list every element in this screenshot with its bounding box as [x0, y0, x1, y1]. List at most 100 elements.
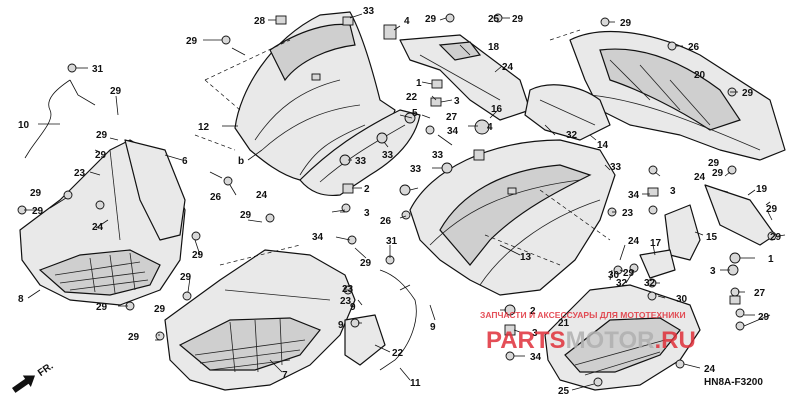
callout-23: 23 — [74, 168, 86, 179]
callout-12: 12 — [198, 122, 210, 133]
callout-1: 1 — [768, 254, 774, 265]
callout-3: 3 — [364, 208, 370, 219]
watermark-brand-main: PARTS — [486, 327, 566, 354]
callout-30: 30 — [676, 294, 688, 305]
callout-24: 24 — [704, 364, 716, 375]
callout-22: 22 — [406, 92, 418, 103]
callout-10: 10 — [18, 120, 30, 131]
callout-13: 13 — [520, 252, 532, 263]
callout-24: 24 — [92, 222, 104, 233]
callout-23: 23 — [342, 284, 354, 295]
arrow-icon — [12, 375, 36, 393]
callout-29: 29 — [620, 18, 632, 29]
watermark: ЗАПЧАСТИ И АКСЕССУАРЫ ДЛЯ МОТОТЕХНИКИ PA… — [480, 310, 696, 354]
callout-24: 24 — [694, 172, 706, 183]
callout-28: 28 — [254, 16, 266, 27]
callout-14: 14 — [597, 140, 609, 151]
callout-25: 25 — [558, 386, 570, 397]
callout-33: 33 — [355, 156, 367, 167]
callout-34: 34 — [312, 232, 324, 243]
right-side-panel-part — [544, 284, 701, 391]
callout-29: 29 — [770, 232, 782, 243]
callout-29: 29 — [240, 210, 252, 221]
diagram-code: HN8A-F3200 — [704, 377, 763, 388]
callout-23: 23 — [340, 296, 352, 307]
callout-2: 2 — [530, 306, 536, 317]
callout-4: 4 — [404, 16, 410, 27]
callout-33: 33 — [382, 150, 394, 161]
callout-22: 22 — [392, 348, 404, 359]
callout-29: 29 — [180, 272, 192, 283]
front-direction-indicator: FR. — [12, 361, 56, 393]
callout-29: 29 — [360, 258, 372, 269]
callout-1: 1 — [416, 78, 422, 89]
callout-4: 4 — [487, 122, 493, 133]
side-cover-part — [399, 34, 531, 121]
callout-26: 26 — [688, 42, 700, 53]
callout-20: 20 — [694, 70, 706, 81]
callout-29: 29 — [623, 268, 635, 279]
callout-9: 9 — [430, 322, 436, 333]
callout-34: 34 — [530, 352, 542, 363]
callout-33: 33 — [432, 150, 444, 161]
callout-27: 27 — [446, 112, 458, 123]
callout-16: 16 — [491, 104, 503, 115]
callout-32: 32 — [616, 278, 628, 289]
watermark-brand-tld: .RU — [654, 327, 695, 354]
callout-29: 29 — [30, 188, 42, 199]
callout-29: 29 — [110, 86, 122, 97]
assembly-lines — [194, 29, 611, 266]
callout-31: 31 — [386, 236, 398, 247]
callout-29: 29 — [95, 150, 107, 161]
callout-29: 29 — [186, 36, 198, 47]
right-floor-panel-part — [164, 249, 356, 391]
callout-29: 29 — [96, 130, 108, 141]
callout-29: 29 — [766, 204, 778, 215]
callout-21: 21 — [558, 318, 570, 329]
callout-3: 3 — [532, 328, 538, 339]
callout-33: 33 — [610, 162, 622, 173]
leader-lines — [24, 13, 786, 391]
rear-mudguard-part — [409, 139, 616, 296]
callout-7: 7 — [282, 370, 288, 381]
callout-19: 19 — [756, 184, 768, 195]
callout-9: 9 — [338, 320, 344, 331]
callout-33: 33 — [363, 6, 375, 17]
bracket-parts — [344, 184, 776, 366]
callout-29: 29 — [708, 158, 720, 169]
callout-33: 33 — [410, 164, 422, 175]
callout-29: 29 — [192, 250, 204, 261]
watermark-tagline: ЗАПЧАСТИ И АКСЕССУАРЫ ДЛЯ МОТОТЕХНИКИ — [480, 310, 686, 320]
callout-25: 25 — [488, 14, 500, 25]
callout-34: 34 — [628, 190, 640, 201]
rear-fender-part — [569, 31, 786, 161]
callout-29: 29 — [712, 168, 724, 179]
callout-34: 34 — [447, 126, 459, 137]
callout-24: 24 — [628, 236, 640, 247]
callout-24: 24 — [502, 62, 514, 73]
callout-3: 3 — [454, 96, 460, 107]
callout-29: 29 — [742, 88, 754, 99]
callout-26: 26 — [380, 216, 392, 227]
callout-18: 18 — [488, 42, 500, 53]
left-side-panel-part — [124, 139, 186, 241]
callout-27: 27 — [754, 288, 766, 299]
callout-3: 3 — [670, 186, 676, 197]
callout-5: 5 — [412, 108, 418, 119]
watermark-brand: PARTSMOTOR.RU — [486, 327, 696, 354]
callout-labels: 28 33 4 29 29 29 25 29 26 31 18 1 24 3 1… — [18, 6, 782, 397]
callout-23: 23 — [622, 208, 634, 219]
watermark-brand-highlight: MOTOR — [566, 327, 655, 354]
callout-29: 29 — [128, 332, 140, 343]
callout-6: 6 — [182, 156, 188, 167]
fasteners — [17, 13, 777, 387]
callout-11: 11 — [410, 378, 421, 389]
callout-2: 2 — [364, 184, 370, 195]
callout-29: 29 — [425, 14, 437, 25]
harness-parts — [24, 79, 417, 371]
callout-30: 30 — [608, 270, 620, 281]
callout-3: 3 — [710, 266, 716, 277]
callout-29: 29 — [32, 206, 44, 217]
callout-8: 8 — [18, 294, 24, 305]
